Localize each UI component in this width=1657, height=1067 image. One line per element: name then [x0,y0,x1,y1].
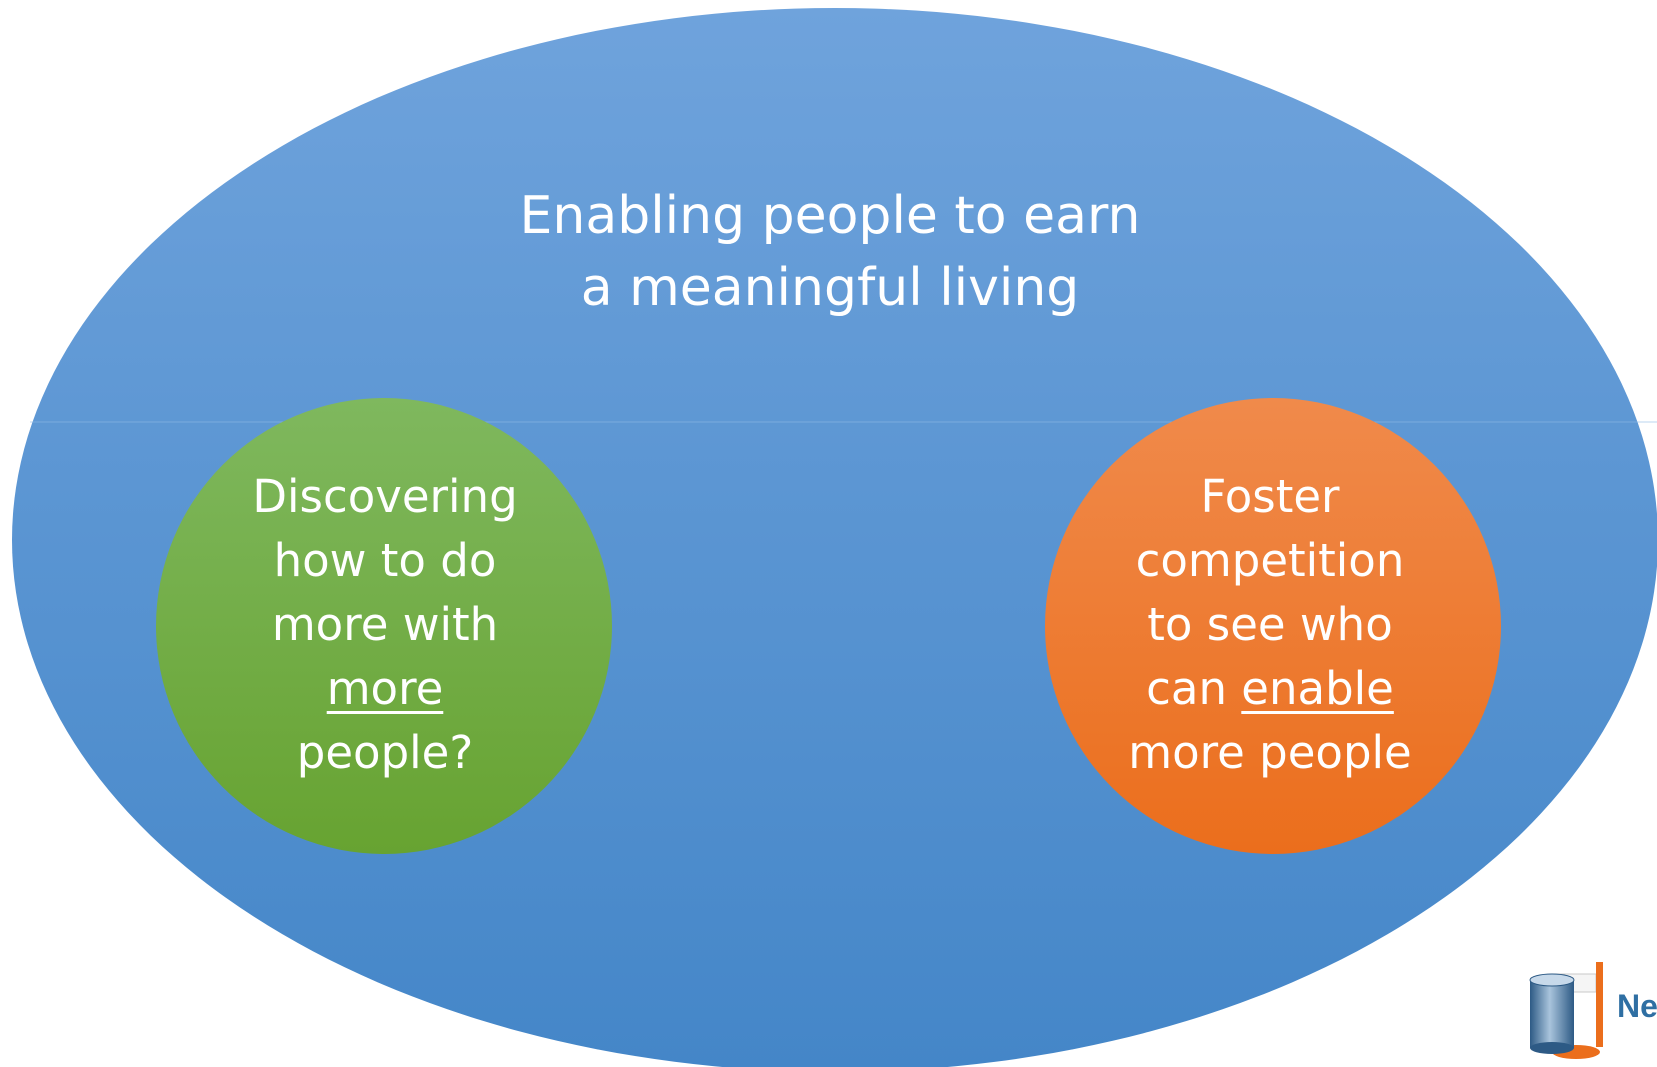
orange-label-line-5: more people [1128,726,1412,779]
green-label-line-2: how to do [273,534,497,587]
green-label-line-3: more with [271,598,499,651]
orange-label-line-2: competition [1135,534,1405,587]
orange-label-line-4: can enable [1070,657,1470,721]
outer-ellipse-label: Enabling people to earn a meaningful liv… [380,180,1280,324]
green-label-underlined-word: more [326,662,444,715]
green-label-line-1: Discovering [252,470,518,523]
outer-label-line-2: a meaningful living [580,258,1080,318]
green-label-line-4: more [185,657,585,721]
orange-circle-label: Foster competition to see who can enable… [1070,465,1470,785]
orange-circle [1045,398,1501,854]
logo-text: Ne [1617,988,1657,1024]
orange-label-line-1: Foster [1200,470,1340,523]
outer-label-line-1: Enabling people to earn [519,186,1141,246]
orange-label-line-4-prefix: can [1146,662,1227,715]
orange-label-line-3: to see who [1147,598,1393,651]
green-circle [156,398,612,854]
green-circle-label: Discovering how to do more with more peo… [185,465,585,785]
cylinder-logo-icon [1529,962,1603,1059]
green-label-line-5: people? [296,726,474,779]
orange-label-underlined-word: enable [1241,662,1394,715]
